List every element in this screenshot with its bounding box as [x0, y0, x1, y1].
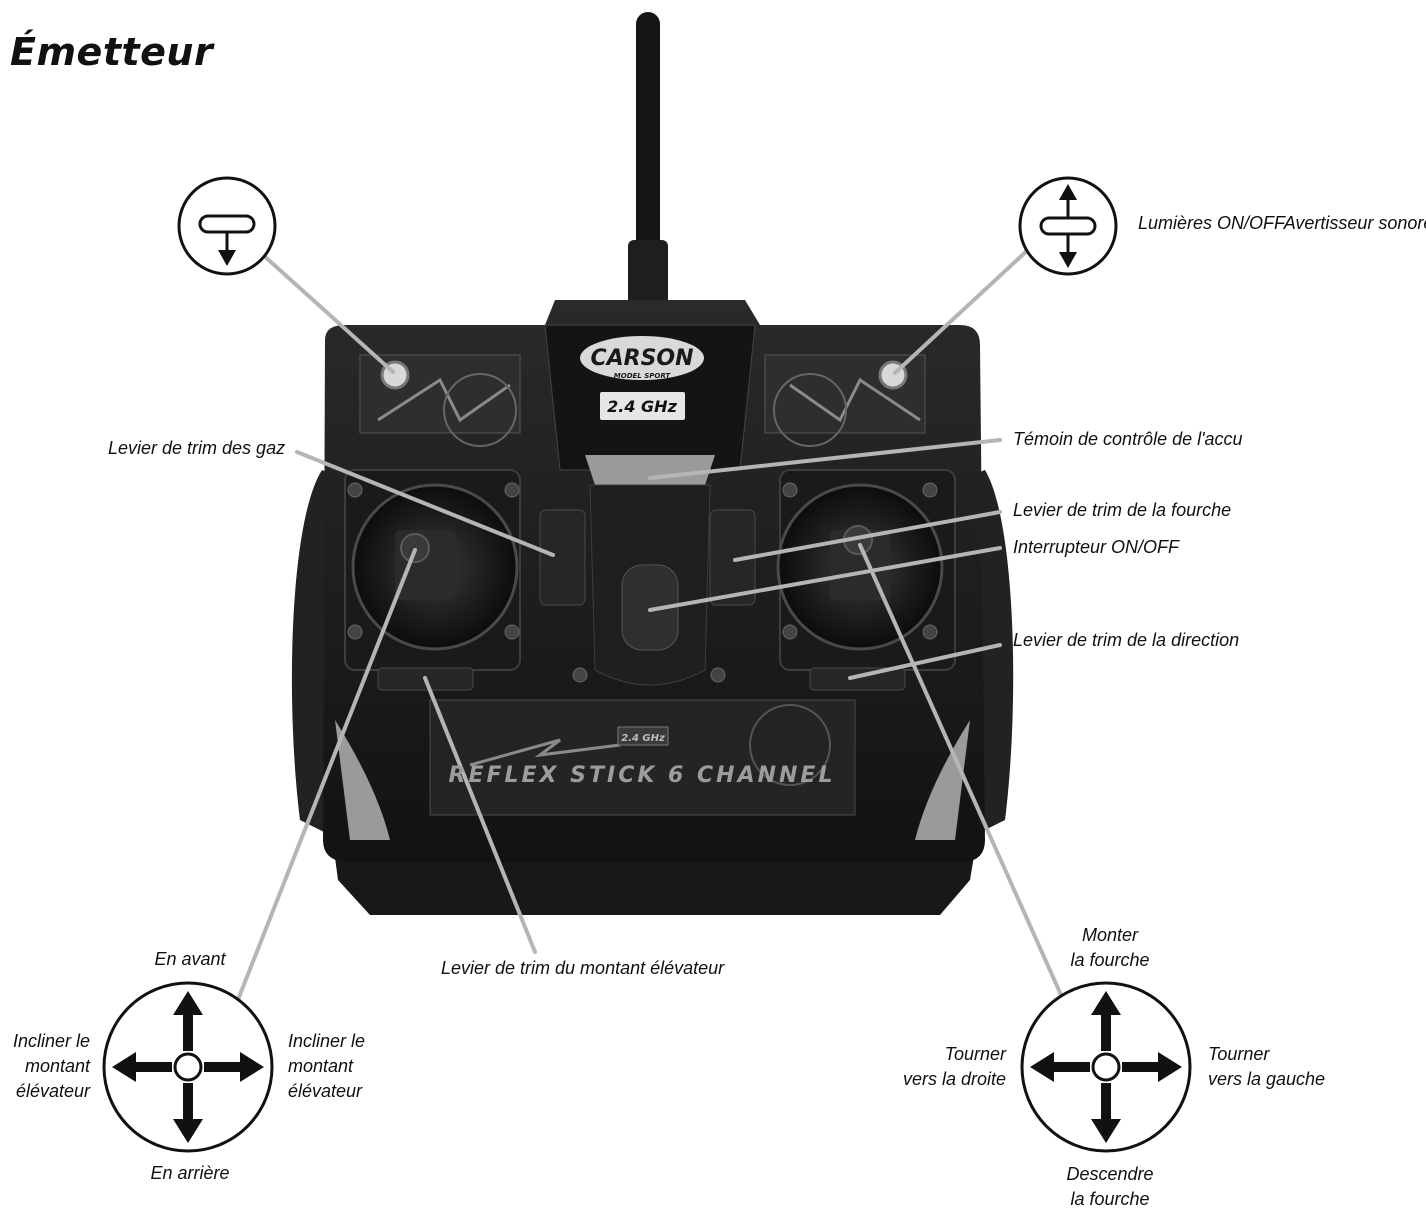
- logo-subtext: MODEL SPORT: [614, 372, 672, 380]
- right-stick-down-label: Descendre la fourche: [1066, 1164, 1154, 1209]
- logo-text: CARSON: [590, 346, 693, 371]
- switch-down-icon: [177, 176, 277, 276]
- callout-lines: [228, 243, 1072, 1022]
- lights-horn-label: Lumières ON/OFFAvertisseur sonore: [1138, 213, 1426, 233]
- throttle-trim-label: Levier de trim des gaz: [108, 438, 286, 458]
- left-stick-right-label: Incliner le montant élévateur: [288, 1031, 366, 1101]
- power-switch[interactable]: [621, 564, 679, 651]
- page-title: Émetteur: [10, 30, 214, 74]
- left-stick-down-label: En arrière: [150, 1163, 230, 1183]
- right-stick-up-label: Monter la fourche: [1070, 925, 1150, 970]
- right-stick-left-label: Tourner vers la droite: [902, 1044, 1006, 1089]
- fork-trim-label: Levier de trim de la fourche: [1013, 500, 1232, 520]
- carson-logo: CARSON MODEL SPORT: [580, 336, 704, 380]
- antenna: [628, 12, 668, 330]
- power-switch-label: Interrupteur ON/OFF: [1013, 537, 1180, 557]
- steering-trim-label: Levier de trim de la direction: [1013, 630, 1240, 650]
- model-name: REFLEX STICK 6 CHANNEL: [449, 763, 836, 788]
- battery-indicator-label: Témoin de contrôle de l'accu: [1013, 429, 1243, 449]
- right-four-way-arrows-icon: [1020, 981, 1192, 1153]
- left-stick-left-label: Incliner le montant élévateur: [12, 1031, 90, 1101]
- mast-trim-label: Levier de trim du montant élévateur: [441, 958, 725, 978]
- steering-trim-lever[interactable]: [809, 667, 906, 691]
- left-stick[interactable]: [400, 533, 430, 563]
- panel-band-badge: 2.4 GHz: [621, 733, 665, 744]
- right-stick-right-label: Tourner vers la gauche: [1208, 1044, 1326, 1089]
- switch-up-down-icon: [1018, 176, 1118, 276]
- throttle-trim-roller[interactable]: [539, 509, 586, 606]
- left-four-way-arrows-icon: [102, 981, 274, 1153]
- band-badge: 2.4 GHz: [607, 397, 677, 416]
- left-stick-up-label: En avant: [154, 949, 226, 969]
